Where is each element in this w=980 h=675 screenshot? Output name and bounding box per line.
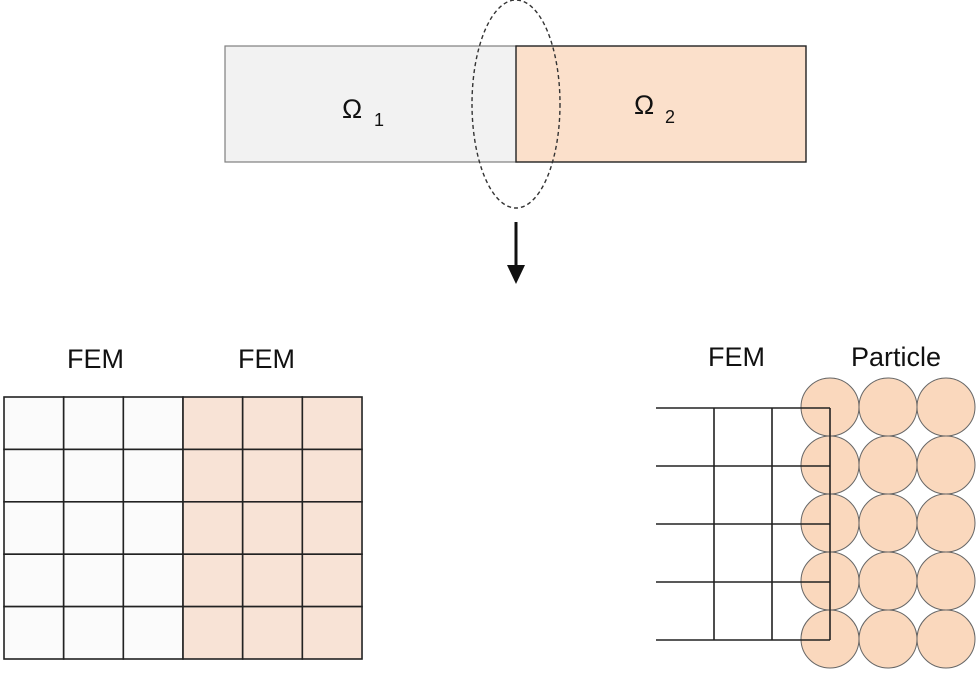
domain-2-region [515,45,807,163]
mesh-cell [122,553,184,608]
mesh-cell [182,553,244,608]
overlap-dashed-ellipse [471,0,561,209]
mesh-cell [301,500,363,555]
particle-circle [858,551,918,611]
mesh-cell [3,553,65,608]
mesh-cell [3,500,65,555]
mesh-cell [182,500,244,555]
mesh-cell [301,553,363,608]
mesh-cell [182,396,244,451]
right-fem-label: FEM [708,342,765,372]
domain-1-label: Ω [342,94,362,124]
mesh-cell [62,605,125,660]
mesh-cell [301,396,363,451]
down-arrow-icon [507,222,525,284]
fem-fem-grid [3,396,363,660]
mesh-cell [62,448,125,503]
left-fem-label-2: FEM [238,344,295,374]
particle-circle [916,609,976,669]
left-fem-label-1: FEM [67,344,124,374]
mesh-cell [241,605,304,660]
mesh-cell [3,605,65,660]
mesh-cell [122,396,184,451]
mesh-cell [62,553,125,608]
particle-circle [916,551,976,611]
mesh-cell [122,605,184,660]
mesh-cell [241,500,304,555]
mesh-cell [62,500,125,555]
domain-1-subscript: 1 [374,110,384,130]
particle-circle [916,435,976,495]
mesh-cell [241,553,304,608]
domain-2-label: Ω [634,90,654,120]
particle-circle [858,435,918,495]
domain-2-subscript: 2 [665,107,675,127]
particle-circle [916,377,976,437]
mesh-cell [241,396,304,451]
mesh-cell [3,448,65,503]
mesh-cell [182,448,244,503]
particle-array [800,377,976,669]
mesh-cell [122,448,184,503]
mesh-cell [301,605,363,660]
domain-bar: Ω 1 Ω 2 [224,0,807,209]
mesh-cell [3,396,65,451]
particle-circle [858,377,918,437]
mesh-cell [301,448,363,503]
fem-particle-mesh [656,407,831,641]
particle-circle [858,609,918,669]
particle-circle [858,493,918,553]
mesh-cell [62,396,125,451]
domain-1-region [224,45,518,163]
particle-circle [916,493,976,553]
mesh-cell [122,500,184,555]
mesh-cell [182,605,244,660]
mesh-cell [241,448,304,503]
right-particle-label: Particle [851,342,941,372]
